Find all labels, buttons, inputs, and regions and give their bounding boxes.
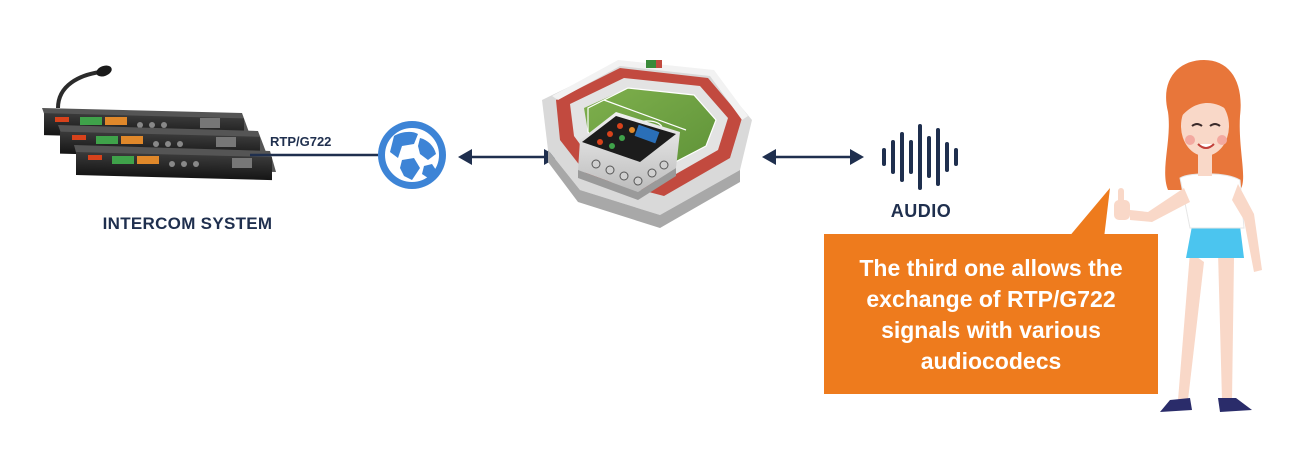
speech-bubble xyxy=(824,188,1158,394)
sound-wave-icon xyxy=(882,124,958,190)
audio-label: AUDIO xyxy=(890,201,952,221)
globe-icon xyxy=(378,121,446,189)
protocol-label: RTP/G722 xyxy=(270,134,332,149)
intercom-system-label: INTERCOM SYSTEM xyxy=(102,214,273,233)
double-arrow-icon xyxy=(458,149,558,165)
double-arrow-icon xyxy=(762,149,864,165)
intercom-system-image xyxy=(42,65,276,181)
audio-device-image xyxy=(578,112,680,200)
woman-character-image xyxy=(1114,60,1262,412)
speech-bubble-text: The third one allows the exchange of RTP… xyxy=(859,255,1123,374)
